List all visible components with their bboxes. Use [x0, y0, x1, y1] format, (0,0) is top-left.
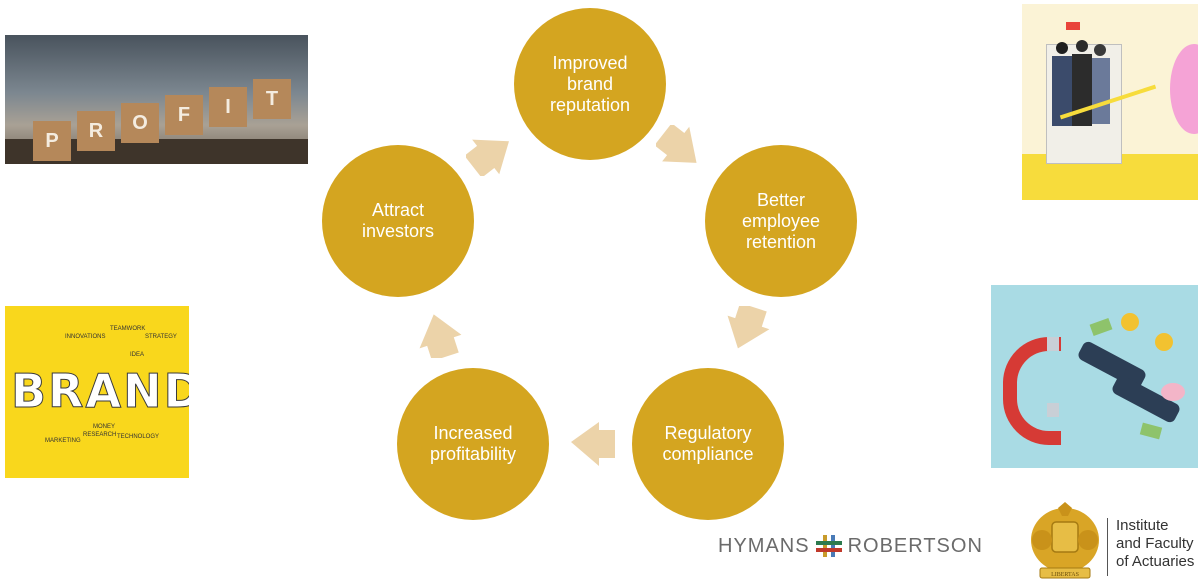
profit-tile: I — [209, 87, 247, 127]
employee-retention-illustration — [1022, 4, 1198, 200]
arrow-investors-to-reputation — [466, 139, 509, 176]
investor-magnet-illustration — [991, 285, 1198, 468]
node-increased-profitability: Increased profitability — [397, 368, 549, 520]
profit-tile: P — [33, 121, 71, 161]
hash-mark-icon — [815, 535, 842, 557]
robertson-text: ROBERTSON — [847, 534, 983, 557]
ifoa-text: Institute and Faculty of Actuaries — [1116, 517, 1194, 571]
hymans-text: HYMANS — [718, 534, 810, 557]
brand-word-small: TEAMWORK — [110, 326, 146, 332]
node-attract-investors: Attract investors — [322, 145, 474, 297]
brand-word-small: TECHNOLOGY — [117, 434, 160, 440]
brand-word-small: INNOVATIONS — [65, 334, 106, 340]
profit-tile: O — [121, 103, 159, 143]
profit-tile: R — [77, 111, 115, 151]
brand-word-small: IDEA — [130, 352, 145, 358]
brand-word-small: MARKETING — [45, 438, 81, 444]
ifoa-line-2: and Faculty — [1116, 535, 1194, 552]
arrow-reputation-to-retention — [656, 125, 697, 163]
node-better-employee-retention: Better employee retention — [705, 145, 857, 297]
profit-tile: T — [253, 79, 291, 119]
brand-word-small: RESEARCH — [83, 432, 117, 438]
node-improved-brand-reputation: Improved brand reputation — [514, 8, 666, 160]
arrow-profitability-to-investors — [419, 314, 462, 358]
node-regulatory-compliance: Regulatory compliance — [632, 368, 784, 520]
brand-word: BRAND — [11, 364, 190, 419]
profit-blocks-image: P R O F I T — [5, 35, 308, 164]
brand-doodle-image: BRAND INNOVATIONS TEAMWORK STRATEGY MARK… — [5, 306, 189, 478]
profit-tile: F — [165, 95, 203, 135]
ifoa-line-1: Institute — [1116, 517, 1169, 534]
crest-motto: LIBERTAS — [1051, 572, 1079, 578]
arrow-retention-to-compliance — [727, 306, 770, 349]
ifoa-divider — [1107, 518, 1108, 576]
arrow-compliance-to-profitability — [571, 422, 615, 466]
brand-word-small: MONEY — [93, 424, 116, 430]
hymans-robertson-logo: HYMANS ROBERTSON — [718, 533, 983, 559]
ifoa-crest-icon: LIBERTAS — [1028, 502, 1102, 582]
ifoa-line-3: of Actuaries — [1116, 553, 1195, 570]
brand-word-small: STRATEGY — [145, 334, 177, 340]
